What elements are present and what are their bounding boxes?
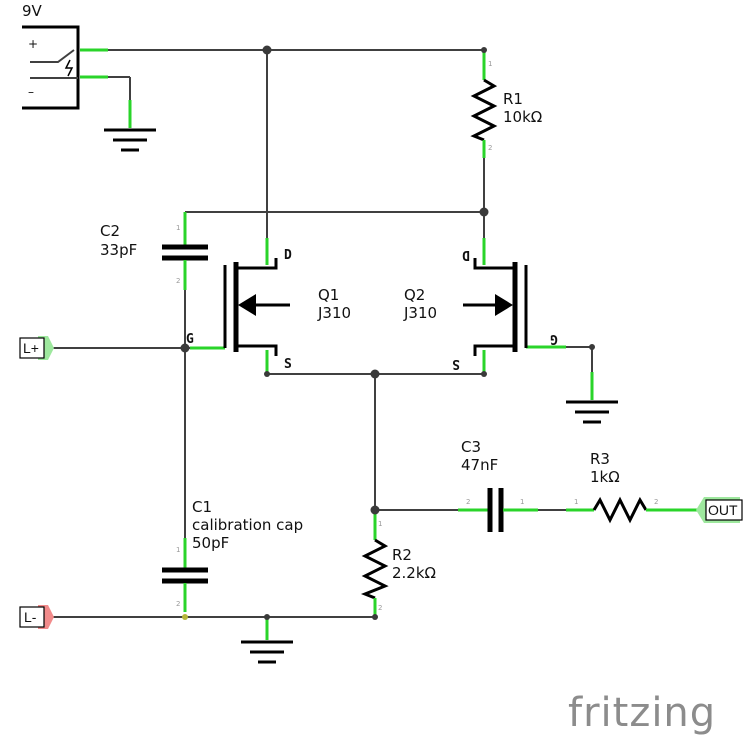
resistor-r3[interactable]: 1 2 R3 1kΩ <box>566 450 700 524</box>
svg-text:2: 2 <box>176 277 180 285</box>
junction-dot <box>479 207 489 217</box>
battery-9v[interactable]: 9V + – <box>22 2 108 110</box>
junction-dot <box>481 371 487 377</box>
q2-pin-g: G <box>550 331 558 346</box>
q2-ref: Q2 <box>404 286 425 304</box>
capacitor-c1[interactable]: 1 2 C1 calibration cap 50pF <box>162 498 303 612</box>
port-output-label: OUT <box>708 502 738 518</box>
transistor-q2[interactable]: D G S Q2 J310 <box>403 238 566 374</box>
battery-minus-sign: – <box>28 85 34 99</box>
c3-ref: C3 <box>461 438 481 456</box>
r2-ref: R2 <box>392 546 412 564</box>
r3-ref: R3 <box>590 450 610 468</box>
battery-bolt-icon <box>64 59 74 77</box>
junction-dot <box>589 344 595 350</box>
r2-value: 2.2kΩ <box>392 564 436 582</box>
c1-ref: C1 <box>192 498 212 516</box>
svg-text:1: 1 <box>176 224 180 232</box>
svg-text:2: 2 <box>176 600 180 608</box>
ground-battery <box>104 100 156 152</box>
r1-zigzag <box>470 78 498 142</box>
c1-value: 50pF <box>192 534 229 552</box>
junctions <box>180 45 595 620</box>
port-input-minus[interactable]: L- <box>19 605 54 629</box>
svg-text:1: 1 <box>176 546 180 554</box>
port-input-minus-label: L- <box>24 609 37 625</box>
svg-text:2: 2 <box>654 498 658 506</box>
c1-desc: calibration cap <box>192 516 303 534</box>
transistor-q1[interactable]: D G S Q1 J310 <box>186 238 351 374</box>
q2-pin-d: D <box>462 247 470 262</box>
r3-zigzag <box>592 496 648 524</box>
c2-ref: C2 <box>100 222 120 240</box>
r1-value: 10kΩ <box>503 108 542 126</box>
junction-dot <box>370 369 380 379</box>
junction-dot <box>264 371 270 377</box>
junction-dot <box>180 343 190 353</box>
q2-pin-s: S <box>452 356 460 371</box>
junction-dot <box>264 614 270 620</box>
junction-dot <box>370 505 380 515</box>
port-input-plus-label: L+ <box>23 340 39 356</box>
svg-text:1: 1 <box>574 498 578 506</box>
q1-model: J310 <box>317 304 351 322</box>
svg-text:1: 1 <box>488 60 492 68</box>
svg-text:2: 2 <box>466 498 470 506</box>
q1-pin-g: G <box>186 332 194 347</box>
junction-dot <box>182 614 188 620</box>
capacitor-c2[interactable]: 1 2 C2 33pF <box>100 212 208 290</box>
svg-text:1: 1 <box>378 520 382 528</box>
c3-value: 47nF <box>461 456 498 474</box>
junction-dot <box>372 614 378 620</box>
q1-arrow-icon <box>238 294 256 316</box>
q1-pin-s: S <box>284 357 292 372</box>
q2-model: J310 <box>403 304 437 322</box>
junction-dot <box>481 47 487 53</box>
r2-zigzag <box>360 538 389 600</box>
r3-value: 1kΩ <box>590 468 620 486</box>
resistor-r1[interactable]: 1 2 R1 10kΩ <box>470 50 542 158</box>
port-input-plus[interactable]: L+ <box>19 336 54 360</box>
c2-value: 33pF <box>100 241 137 259</box>
q2-arrow-icon <box>495 294 513 316</box>
capacitor-c3[interactable]: 2 1 C3 47nF <box>458 438 538 532</box>
port-output[interactable]: OUT <box>696 497 743 523</box>
svg-text:2: 2 <box>378 604 382 612</box>
ground-bottom <box>241 617 293 664</box>
battery-plus-sign: + <box>28 37 38 51</box>
r1-ref: R1 <box>503 90 523 108</box>
q1-pin-d: D <box>284 248 292 263</box>
q1-ref: Q1 <box>318 286 339 304</box>
battery-body <box>22 25 80 110</box>
ground-q2 <box>566 372 618 424</box>
battery-label: 9V <box>22 2 43 20</box>
fritzing-logo: fritzing <box>568 690 716 736</box>
svg-text:2: 2 <box>488 144 492 152</box>
resistor-r2[interactable]: 1 2 R2 2.2kΩ <box>360 512 436 617</box>
svg-text:1: 1 <box>520 498 524 506</box>
junction-dot <box>262 45 272 55</box>
